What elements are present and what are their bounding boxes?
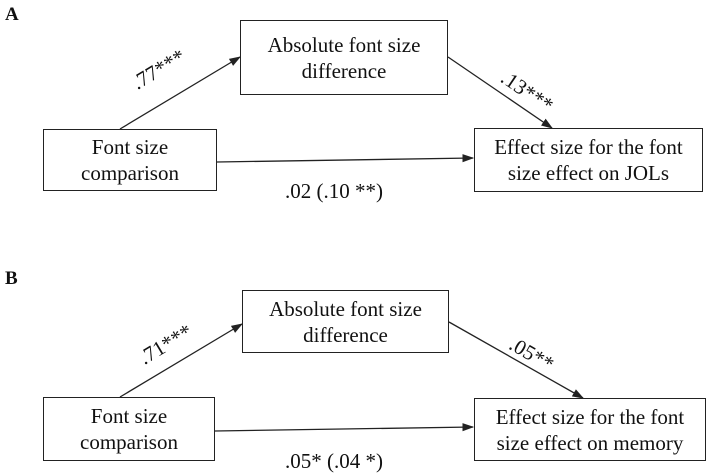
- arrow-a-predictor-to-outcome: [216, 154, 475, 163]
- panel-b-mediator-line1: Absolute font size: [269, 296, 422, 321]
- panel-a-predictor-line1: Font size: [91, 135, 169, 159]
- panel-b-outcome-box: Effect size for the font size effect on …: [474, 398, 706, 461]
- panel-a-predictor-box: Font size comparison: [43, 129, 217, 191]
- arrow-b-predictor-to-outcome: [214, 423, 475, 432]
- arrow-a-predictor-to-mediator: [119, 56, 242, 130]
- panel-b-outcome-line1: Effect size for the font: [495, 404, 685, 429]
- panel-a-outcome-box: Effect size for the font size effect on …: [474, 128, 703, 192]
- panel-b-predictor-box: Font size comparison: [43, 397, 215, 461]
- panel-a-mediator-box: Absolute font size difference: [240, 20, 448, 95]
- panel-a-mediator-line2: difference: [301, 58, 387, 83]
- panel-b-path-c-coefficient: .05* (.04 *): [285, 449, 383, 473]
- panel-b-label: B: [5, 268, 18, 289]
- panel-a-path-c-coefficient: .02 (.10 **): [285, 179, 383, 203]
- panel-a-label: A: [5, 4, 19, 25]
- panel-a-outcome-line2: size effect on JOLs: [507, 161, 670, 185]
- panel-b-predictor-line2: comparison: [80, 430, 178, 454]
- arrow-a-mediator-to-outcome: [447, 56, 553, 129]
- panel-b-outcome-line2: size effect on memory: [496, 430, 684, 455]
- panel-a-predictor-line2: comparison: [81, 161, 179, 185]
- panel-a-mediator-line1: Absolute font size: [267, 32, 421, 57]
- panel-b-mediator-line2: difference: [303, 322, 388, 347]
- panel-a-outcome-line1: Effect size for the font: [494, 135, 683, 159]
- panel-b-predictor-line1: Font size: [90, 404, 168, 428]
- panel-b-mediator-box: Absolute font size difference: [242, 290, 449, 353]
- arrow-b-predictor-to-mediator: [119, 323, 244, 398]
- arrow-b-mediator-to-outcome: [448, 321, 585, 399]
